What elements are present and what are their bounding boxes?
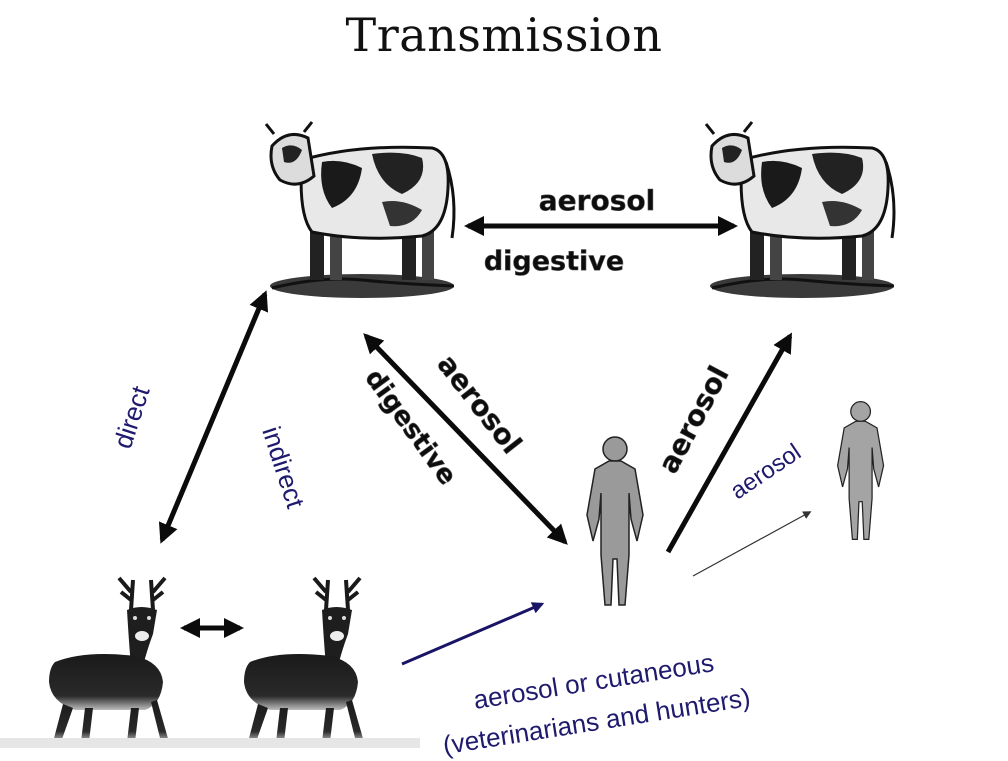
label-direct: direct bbox=[107, 382, 155, 452]
deer-left-icon bbox=[49, 578, 169, 742]
label-aerosol-cow-cow: aerosol bbox=[539, 184, 655, 217]
cow-left-icon bbox=[266, 122, 454, 298]
arrow-cow-deer bbox=[162, 294, 265, 540]
arrow-human-human bbox=[693, 512, 810, 576]
label-aerosol-human-cow: aerosol bbox=[652, 360, 736, 478]
label-digestive-cow-cow: digestive bbox=[484, 246, 624, 277]
label-aerosol-cow-human: aerosol bbox=[431, 348, 529, 460]
ground-strip bbox=[0, 738, 420, 748]
label-indirect: indirect bbox=[256, 423, 311, 513]
deer-right-icon bbox=[244, 578, 364, 742]
arrow-deer-human bbox=[402, 604, 542, 664]
label-aerosol-human-human: aerosol bbox=[726, 439, 806, 505]
human-large-icon bbox=[587, 437, 643, 605]
cow-right-icon bbox=[706, 122, 894, 298]
human-small-icon bbox=[838, 402, 884, 540]
